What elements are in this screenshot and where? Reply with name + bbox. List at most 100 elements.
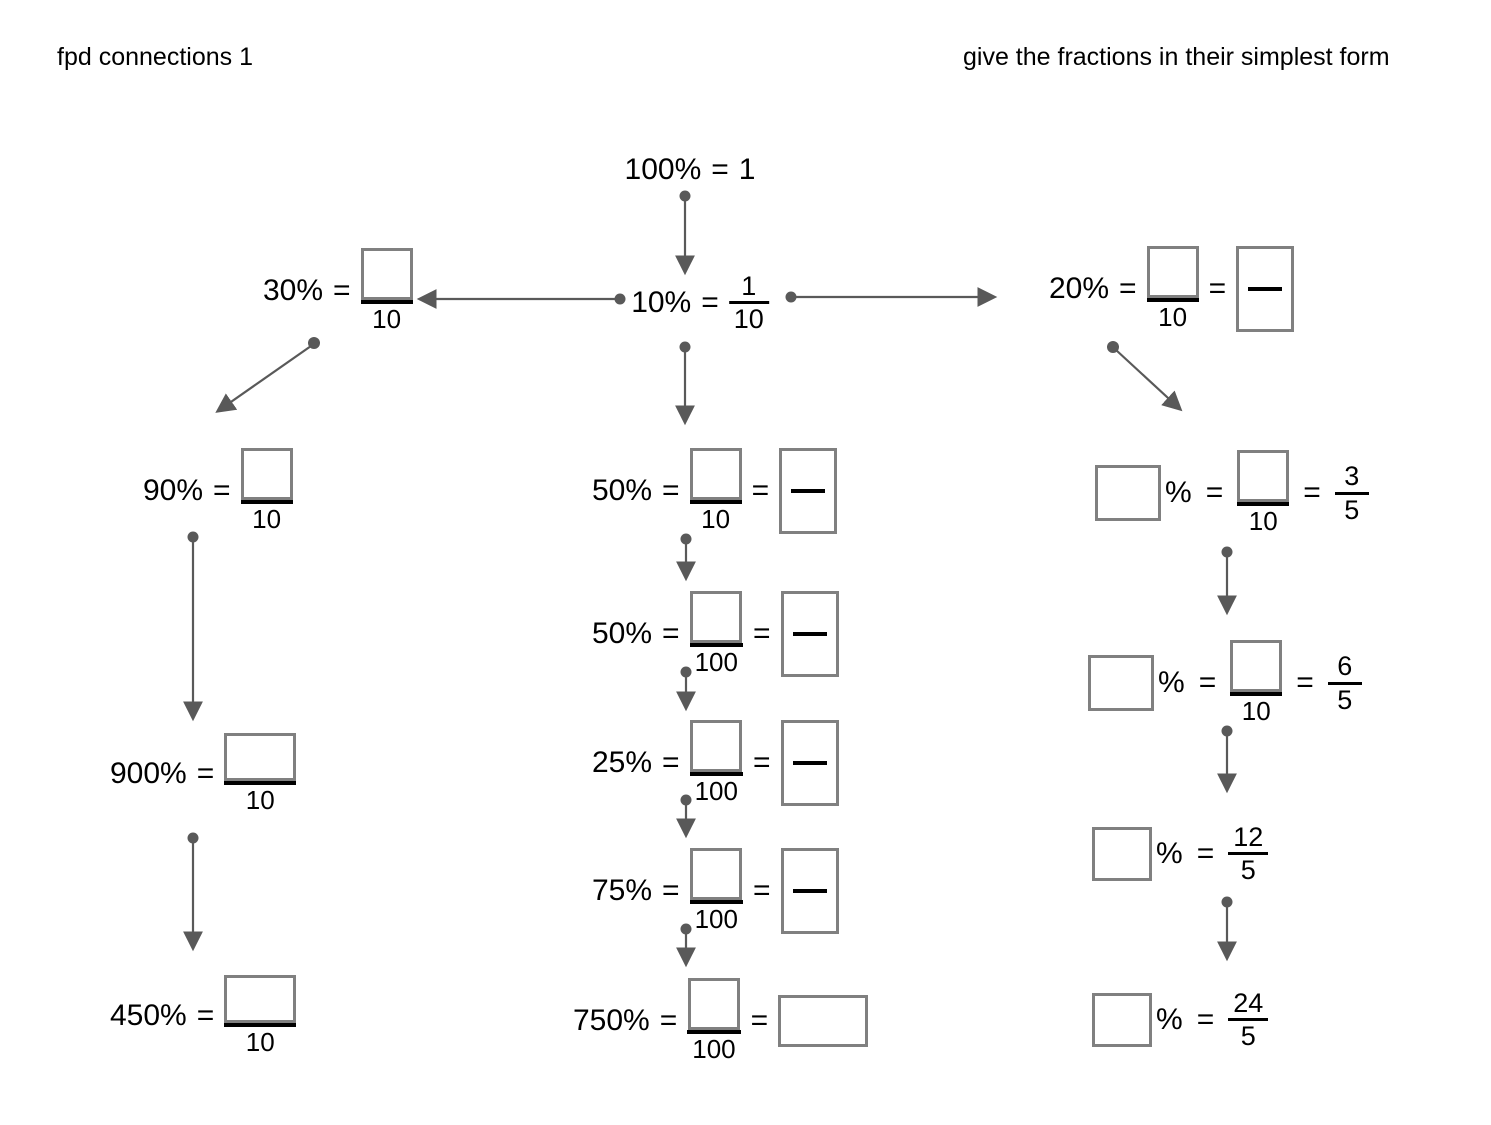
fraction-bar (689, 772, 743, 776)
answer-box-numerator[interactable] (224, 975, 297, 1023)
equals-sign-2: = (752, 617, 771, 651)
percent-label: 75% (592, 874, 653, 908)
node-20-percent: 20% = 10 = (1049, 246, 1295, 333)
denominator: 10 (733, 304, 764, 335)
fraction-bar (1228, 852, 1269, 856)
node-100-percent: 100% = 1 (625, 155, 756, 185)
fraction-bar (240, 500, 293, 504)
equals-sign-2: = (1296, 666, 1314, 700)
equals-sign: = (1119, 272, 1137, 306)
fraction-bar (224, 1023, 297, 1027)
answer-box-blank-fraction[interactable] (1236, 246, 1295, 333)
answer-box-percent[interactable] (1092, 826, 1152, 881)
instruction-text: give the fractions in their simplest for… (963, 43, 1390, 71)
equals-sign: = (196, 757, 215, 791)
connector-100-to-10 (675, 190, 695, 276)
fraction-bar (689, 900, 743, 904)
value-label: 1 (738, 153, 756, 186)
answer-box-numerator[interactable] (690, 720, 743, 772)
percent-label: 20% (1049, 272, 1110, 306)
connector-10-to-20 (785, 287, 998, 307)
fraction-blank-over-ten: 10 (689, 448, 742, 534)
answer-box-numerator[interactable] (690, 591, 743, 643)
equals-sign: = (1205, 476, 1224, 510)
answer-box-percent[interactable] (1095, 465, 1161, 522)
answer-box-numerator[interactable] (687, 978, 740, 1030)
percent-label: 10% (631, 285, 692, 319)
fraction-bar (360, 300, 413, 304)
denominator: 10 (1241, 696, 1271, 726)
answer-box-blank-fraction[interactable] (779, 448, 838, 535)
denominator: 5 (1337, 684, 1353, 715)
answer-box-blank-fraction[interactable] (780, 848, 839, 935)
percent-sign: % (1158, 666, 1185, 700)
node-75-percent: 75% = 100 = (592, 848, 839, 935)
denominator: 10 (252, 504, 282, 534)
percent-sign: % (1156, 836, 1183, 870)
equals-sign: = (662, 874, 680, 908)
percent-label: 50% (592, 617, 653, 651)
answer-box-numerator[interactable] (1237, 450, 1290, 502)
fraction-answer: 12 5 (1228, 822, 1269, 886)
equals-sign-2: = (750, 1004, 769, 1038)
node-right-three-fifths: % = 10 = 3 5 (1095, 450, 1369, 536)
answer-box-numerator[interactable] (1146, 246, 1199, 298)
answer-box-percent[interactable] (1092, 992, 1152, 1047)
answer-box-blank-fraction[interactable] (780, 720, 839, 807)
equals-sign-2: = (1303, 476, 1321, 510)
fraction-bar (689, 500, 742, 504)
fraction-blank-over-ten: 10 (360, 248, 413, 334)
percent-sign: % (1156, 1002, 1183, 1036)
fraction-bar (728, 301, 769, 305)
equals-sign-2: = (752, 746, 771, 780)
percent-sign: % (1165, 476, 1192, 510)
answer-box-numerator[interactable] (690, 848, 743, 900)
answer-box-blank-fraction[interactable] (780, 591, 839, 678)
equals-sign: = (662, 746, 680, 780)
connector-20-to-right-column (1107, 341, 1183, 412)
answer-box-numerator[interactable] (360, 248, 413, 300)
connector-30-to-90 (215, 337, 320, 413)
answer-box-percent[interactable] (1088, 655, 1154, 712)
fraction-bar (1228, 1018, 1269, 1022)
numerator: 1 (741, 271, 757, 301)
answer-box-plain[interactable] (778, 995, 869, 1048)
denominator: 10 (245, 785, 275, 815)
connector-90-to-900 (183, 531, 203, 722)
fraction-bar (1237, 502, 1290, 506)
percent-label: 30% (263, 274, 324, 308)
denominator: 100 (692, 1034, 736, 1064)
denominator: 100 (694, 647, 738, 677)
fraction-blank-over-hundred: 100 (689, 591, 743, 677)
fraction-bar (1230, 692, 1283, 696)
node-right-six-fifths: % = 10 = 6 5 (1088, 640, 1362, 726)
connector-900-to-450 (183, 832, 203, 952)
answer-box-numerator[interactable] (224, 733, 297, 781)
fraction-blank-over-ten: 10 (240, 448, 293, 534)
node-right-twentyfour-fifths: % = 24 5 (1092, 988, 1269, 1052)
equals-sign-2: = (1208, 272, 1227, 306)
denominator: 100 (694, 904, 738, 934)
fraction-blank-over-ten: 10 (1146, 246, 1199, 332)
answer-box-numerator[interactable] (689, 448, 742, 500)
fraction-bar (792, 761, 827, 766)
percent-label: 450% (110, 999, 187, 1033)
fraction-one-tenth: 1 10 (728, 271, 769, 335)
denominator: 10 (701, 504, 731, 534)
fraction-bar (1334, 491, 1369, 495)
answer-box-numerator[interactable] (240, 448, 293, 500)
equals-sign: = (196, 999, 215, 1033)
answer-box-numerator[interactable] (1230, 640, 1283, 692)
numerator: 24 (1233, 988, 1264, 1018)
fraction-bar (792, 889, 827, 894)
node-450-percent: 450% = 10 (110, 975, 297, 1057)
equals-sign-2: = (752, 874, 771, 908)
connector-right-2-to-3 (1217, 725, 1237, 794)
connector-50ten-to-50hundred (676, 533, 696, 582)
connector-10-to-30 (416, 289, 626, 309)
denominator: 5 (1240, 855, 1256, 886)
fraction-answer: 6 5 (1327, 651, 1362, 715)
connector-right-1-to-2 (1217, 546, 1237, 616)
fraction-answer: 24 5 (1228, 988, 1269, 1052)
node-90-percent: 90% = 10 (143, 448, 293, 534)
